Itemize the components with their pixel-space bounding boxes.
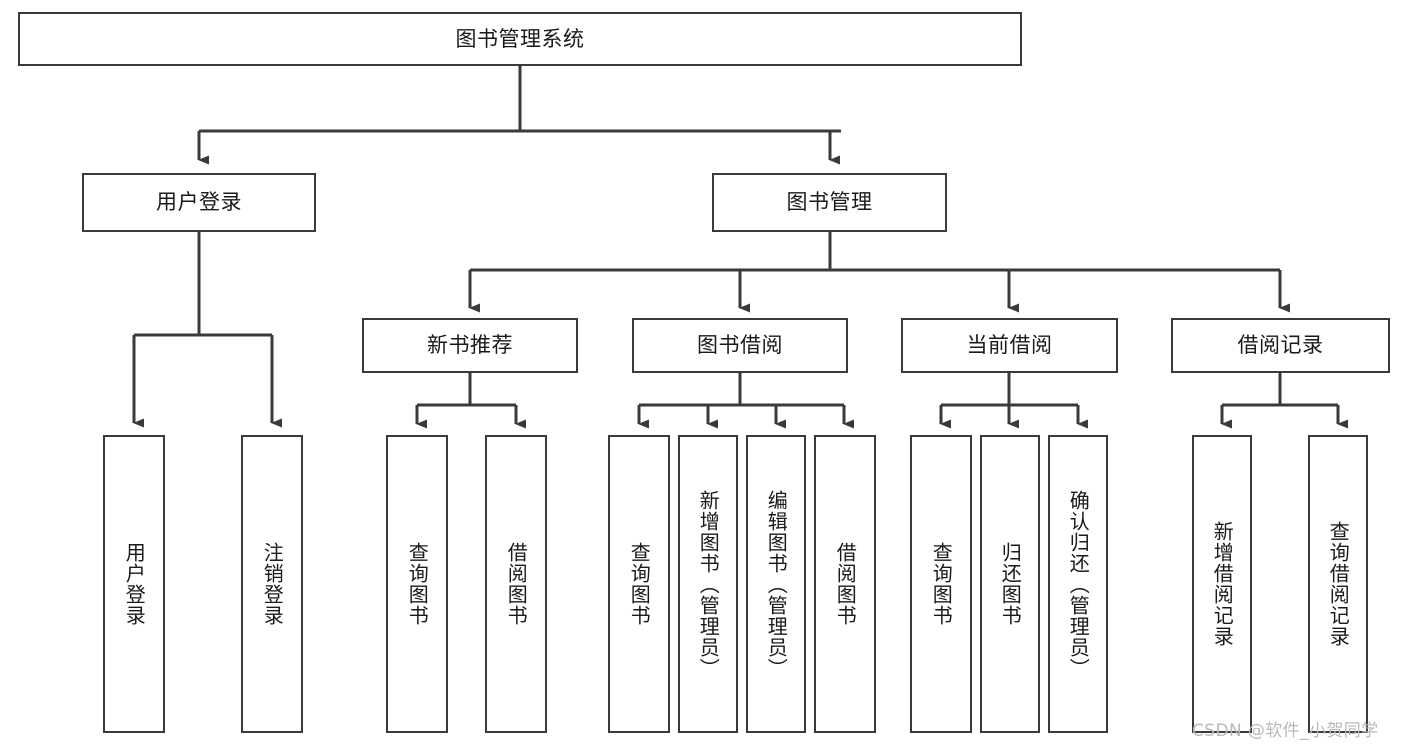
node-leaf-query-record-label: 查询借阅记录 — [1326, 521, 1351, 647]
node-book-management[interactable]: 图书管理 — [712, 173, 947, 232]
node-leaf-borrow-book-2[interactable]: 借阅图书 — [814, 435, 876, 733]
node-root[interactable]: 图书管理系统 — [18, 12, 1022, 66]
node-leaf-query-book-1-label: 查询图书 — [405, 542, 430, 626]
node-borrow-record-label: 借阅记录 — [1237, 333, 1324, 358]
node-new-book-recommend-label: 新书推荐 — [427, 333, 513, 358]
node-leaf-add-book[interactable]: 新增图书（管理员） — [678, 435, 738, 733]
node-leaf-user-login[interactable]: 用户登录 — [103, 435, 165, 733]
node-leaf-user-login-label: 用户登录 — [122, 542, 147, 626]
node-leaf-borrow-book-1-label: 借阅图书 — [504, 542, 529, 626]
node-leaf-query-record[interactable]: 查询借阅记录 — [1308, 435, 1368, 733]
node-leaf-borrow-book-1[interactable]: 借阅图书 — [485, 435, 547, 733]
node-leaf-return-book-label: 归还图书 — [998, 542, 1023, 626]
node-leaf-confirm-return[interactable]: 确认归还（管理员） — [1048, 435, 1108, 733]
node-leaf-confirm-return-label: 确认归还（管理员） — [1066, 489, 1091, 679]
node-user-login[interactable]: 用户登录 — [82, 173, 316, 232]
node-book-management-label: 图书管理 — [786, 190, 873, 215]
node-leaf-edit-book-label: 编辑图书（管理员） — [764, 489, 789, 679]
node-leaf-logout[interactable]: 注销登录 — [241, 435, 303, 733]
node-leaf-logout-label: 注销登录 — [260, 542, 285, 626]
node-leaf-query-book-2[interactable]: 查询图书 — [608, 435, 670, 733]
node-leaf-query-book-1[interactable]: 查询图书 — [386, 435, 448, 733]
node-leaf-edit-book[interactable]: 编辑图书（管理员） — [746, 435, 806, 733]
node-leaf-borrow-book-2-label: 借阅图书 — [833, 542, 858, 626]
watermark-text: CSDN @软件_小贺同学 — [1192, 721, 1379, 741]
node-leaf-query-book-3-label: 查询图书 — [929, 542, 954, 626]
node-leaf-add-book-label: 新增图书（管理员） — [696, 489, 721, 679]
node-book-borrow[interactable]: 图书借阅 — [632, 318, 848, 373]
node-user-login-label: 用户登录 — [156, 190, 242, 215]
node-current-borrow[interactable]: 当前借阅 — [901, 318, 1118, 373]
node-root-label: 图书管理系统 — [455, 26, 585, 51]
node-borrow-record[interactable]: 借阅记录 — [1171, 318, 1390, 373]
node-leaf-add-record-label: 新增借阅记录 — [1210, 521, 1235, 647]
node-leaf-query-book-3[interactable]: 查询图书 — [910, 435, 972, 733]
node-leaf-add-record[interactable]: 新增借阅记录 — [1192, 435, 1252, 733]
node-new-book-recommend[interactable]: 新书推荐 — [362, 318, 578, 373]
node-leaf-return-book[interactable]: 归还图书 — [980, 435, 1040, 733]
node-leaf-query-book-2-label: 查询图书 — [627, 542, 652, 626]
node-current-borrow-label: 当前借阅 — [966, 333, 1053, 358]
node-book-borrow-label: 图书借阅 — [697, 333, 783, 358]
